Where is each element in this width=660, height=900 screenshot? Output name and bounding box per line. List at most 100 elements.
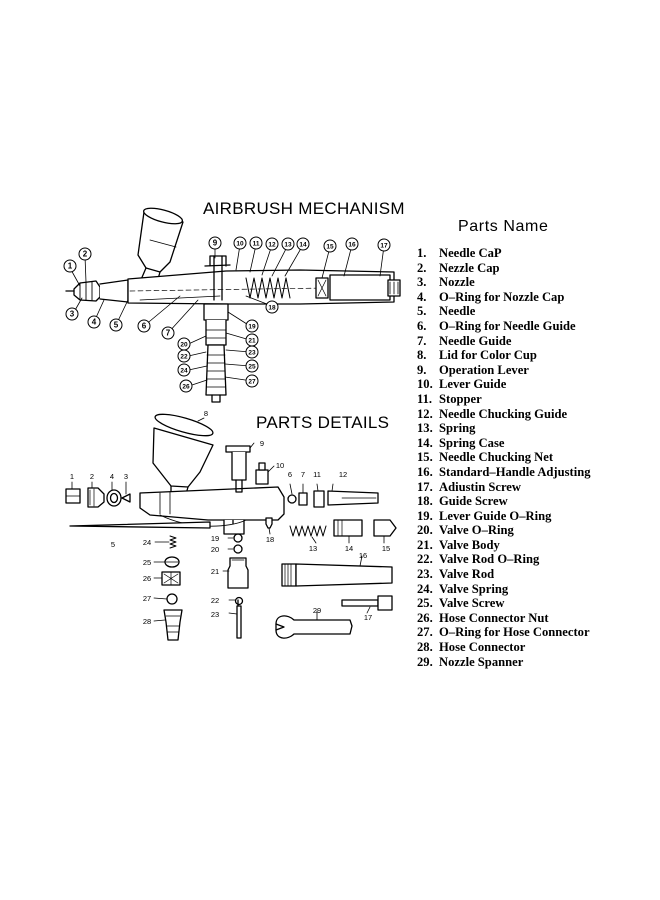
part-name: Nezzle Cap [439,260,500,275]
detail-label-25: 25 [143,558,151,567]
detail-label-2: 2 [90,472,94,481]
detail-label-23: 23 [211,610,219,619]
svg-text:10: 10 [236,241,244,248]
part-number: 5. [417,304,427,319]
mechanism-callout-4: 4 [87,315,101,329]
detail-valve-parts [227,519,249,639]
part-item: 9. Operation Lever [417,363,591,378]
detail-o-ring-27 [166,593,178,605]
mechanism-callout-14: 14 [296,237,310,251]
part-number: 4. [417,289,427,304]
part-item: 14.Spring Case [417,436,591,451]
valve-assembly [203,303,229,403]
part-name: Valve Rod O–Ring [439,552,540,567]
mechanism-body [127,255,401,305]
mechanism-callout-9: 9 [208,236,222,250]
part-item: 10.Lever Guide [417,377,591,392]
svg-text:13: 13 [284,242,292,249]
part-item: 13.Spring [417,421,591,436]
svg-text:12: 12 [268,242,276,249]
mechanism-callout-24: 24 [177,363,191,377]
part-name: Valve Rod [439,567,495,582]
detail-label-29: 29 [313,606,321,615]
part-item: 8.Lid for Color Cup [417,348,591,363]
detail-label-11: 11 [313,470,321,479]
part-item: 21. Valve Body [417,538,591,553]
part-item: 27.O–Ring for Hose Connector [417,625,591,640]
mechanism-drawing [65,207,401,403]
detail-label-3: 3 [124,472,128,481]
mechanism-callout-12: 12 [265,237,279,251]
detail-label-4: 4 [110,472,114,481]
mechanism-title: AIRBRUSH MECHANISM [203,199,405,218]
part-item: 28.Hose Connector [417,640,591,655]
mechanism-callout-21: 21 [245,333,259,347]
part-name: Hose Connector [439,640,526,655]
part-number: 10. [417,377,433,392]
detail-spring-case [333,519,363,537]
part-number: 1. [417,246,427,260]
part-number: 2. [417,260,427,275]
svg-text:1: 1 [68,262,73,271]
part-item: 26. Hose Connector Nut [417,611,591,626]
detail-needle [69,521,211,529]
part-item: 25.Valve Screw [417,596,591,611]
part-name: Stopper [439,391,482,406]
detail-nozzle-spanner [275,615,353,639]
part-name: Needle CaP [439,246,502,260]
detail-label-15: 15 [382,544,390,553]
mechanism-callout-20: 20 [177,337,191,351]
part-name: Valve Body [439,537,500,552]
part-name: Lever Guide O–Ring [439,508,552,523]
part-item: 4.O–Ring for Nozzle Cap [417,290,591,305]
part-number: 23. [417,567,433,582]
detail-needle-guide-7 [298,492,308,506]
svg-text:19: 19 [248,324,256,331]
part-number: 16. [417,464,433,479]
detail-valve-screw-25 [164,556,180,568]
part-number: 9. [417,362,427,377]
svg-text:15: 15 [326,244,334,251]
mechanism-callout-15: 15 [323,239,337,253]
detail-label-6: 6 [288,470,292,479]
mechanism-callout-18: 18 [265,300,279,314]
part-number: 21. [417,537,433,552]
detail-spring-13 [289,525,327,537]
part-name: Needle Chucking Guide [439,406,568,421]
part-name: O–Ring for Needle Guide [439,318,576,333]
mechanism-callout-27: 27 [245,374,259,388]
mechanism-callout-11: 11 [249,236,263,250]
svg-text:4: 4 [92,318,97,327]
part-number: 29. [417,654,433,669]
part-name: Guide Screw [439,494,508,509]
part-item: 1. Needle CaP [417,246,591,261]
mechanism-callout-1: 1 [63,259,77,273]
svg-text:16: 16 [348,242,356,249]
mechanism-callout-10: 10 [233,236,247,250]
part-name: Hose Connector Nut [439,610,549,625]
part-number: 19. [417,508,433,523]
part-name: O–Ring for Hose Connector [439,625,590,640]
part-item: 2. Nezzle Cap [417,261,591,276]
detail-hose-connector-28 [163,609,183,641]
part-name: Needle Guide [439,333,512,348]
svg-text:3: 3 [70,310,75,319]
part-number: 20. [417,523,433,538]
part-name: Operation Lever [439,362,529,377]
detail-handle [281,563,393,587]
mechanism-callout-26: 26 [179,379,193,393]
part-item: 6.O–Ring for Needle Guide [417,319,591,334]
detail-label-19: 19 [211,534,219,543]
part-number: 12. [417,406,433,421]
part-number: 22. [417,552,433,567]
svg-text:27: 27 [248,379,256,386]
detail-label-7: 7 [301,470,305,479]
detail-label-16: 16 [359,551,367,560]
part-number: 26. [417,610,433,625]
detail-label-24: 24 [143,538,151,547]
details-leader-lines [71,417,385,622]
part-item: 17.Adiustin Screw [417,480,591,495]
